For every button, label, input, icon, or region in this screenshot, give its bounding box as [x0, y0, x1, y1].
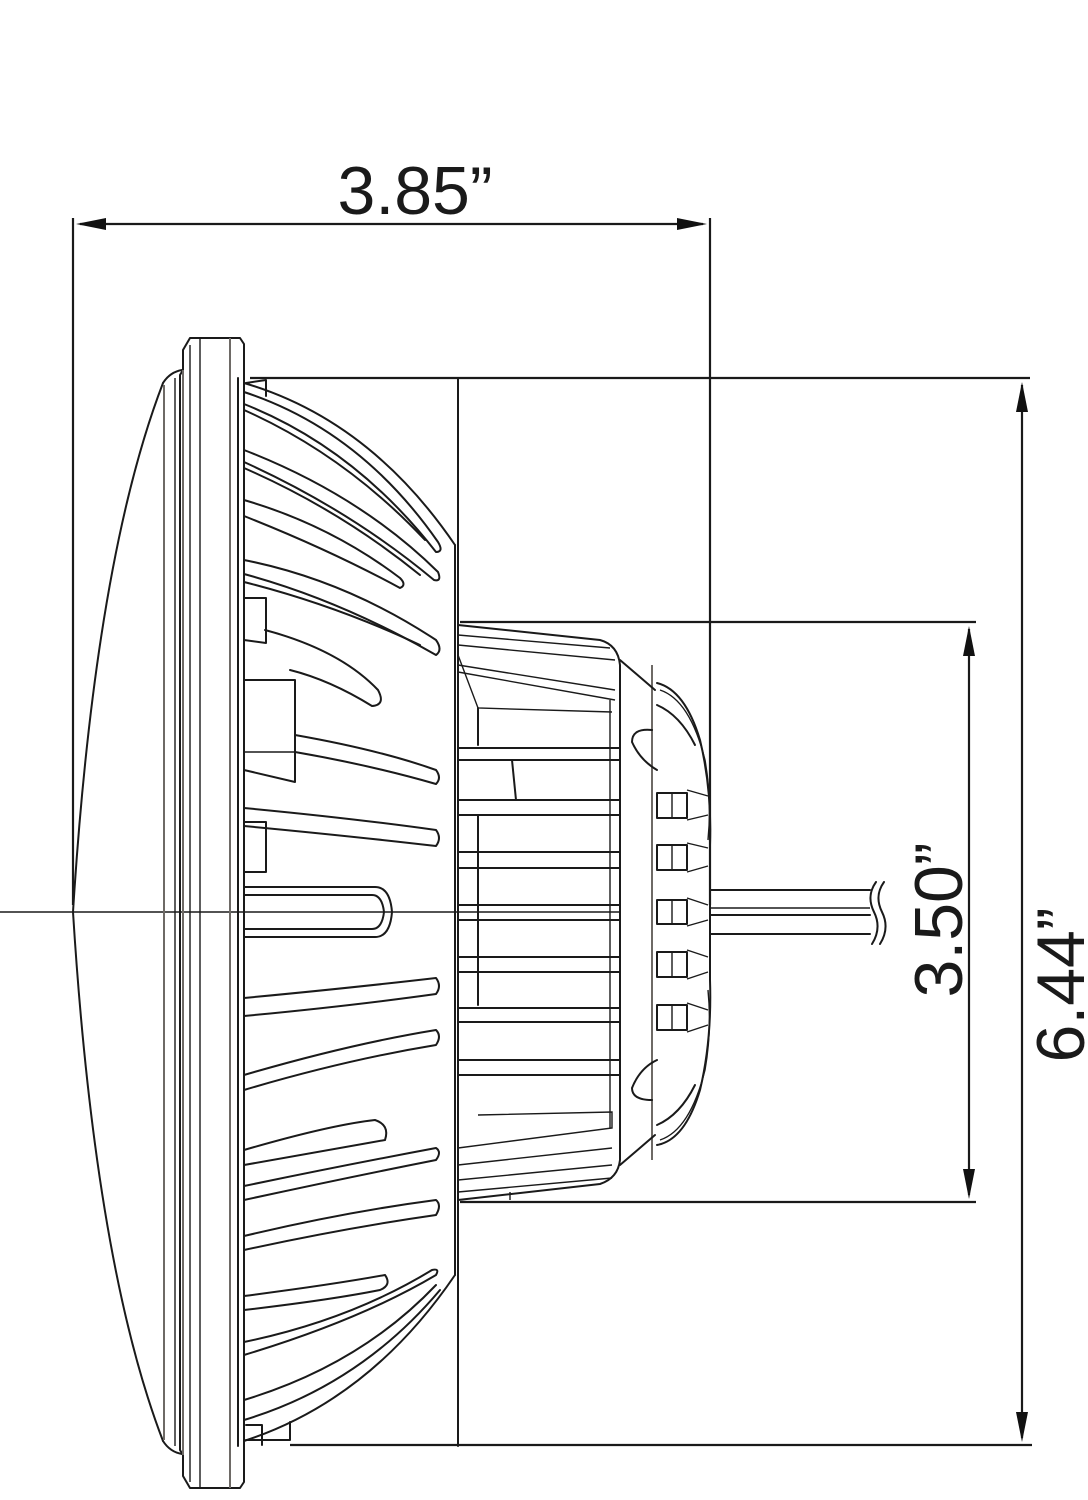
dimension-label-depth: 3.85”	[338, 153, 493, 229]
dimension-housing-diameter: 3.50”	[460, 620, 977, 1204]
arrow-left-icon	[76, 218, 106, 230]
arrow-down-icon	[1016, 1412, 1028, 1442]
driver-housing	[457, 624, 621, 1201]
main-heatsink-housing	[237, 377, 459, 1447]
wire-lead	[709, 881, 887, 945]
arrow-down-icon	[963, 1169, 975, 1199]
dimension-label-housing-diameter: 3.50”	[901, 843, 977, 998]
dimension-overall-diameter: 6.44”	[250, 376, 1088, 1447]
lens-dome	[72, 369, 183, 1455]
rear-cap	[619, 659, 712, 1166]
arrow-up-icon	[1016, 382, 1028, 412]
bezel-ring	[163, 337, 245, 1489]
break-symbol-icon	[869, 881, 879, 945]
dimension-label-overall-diameter: 6.44”	[1023, 908, 1088, 1063]
arrow-up-icon	[963, 626, 975, 656]
arrow-right-icon	[677, 218, 707, 230]
dimension-depth: 3.85”	[71, 153, 712, 905]
